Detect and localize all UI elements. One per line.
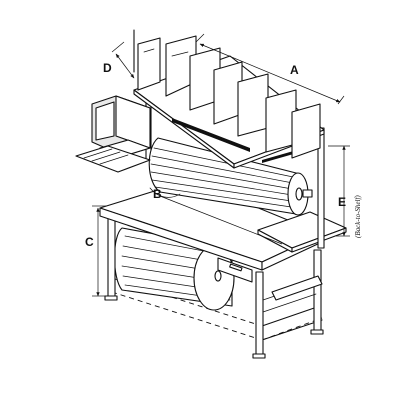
drawer xyxy=(217,257,253,283)
side-label: (Back-to-Shelf) xyxy=(354,195,362,238)
monitor xyxy=(75,95,151,173)
main-roll xyxy=(148,137,313,216)
dimension-e xyxy=(328,145,350,237)
label-a: A xyxy=(290,63,299,77)
dimension-b xyxy=(159,195,283,245)
label-e: E xyxy=(338,195,346,209)
keyboard xyxy=(75,145,151,173)
label-d: D xyxy=(103,61,112,75)
dimension-a xyxy=(195,33,345,105)
lower-shelf xyxy=(111,277,323,341)
dimension-c xyxy=(92,205,106,297)
light-bar xyxy=(172,118,250,152)
label-c: C xyxy=(85,235,94,249)
dimension-d xyxy=(111,41,135,79)
label-b: B xyxy=(153,187,162,201)
